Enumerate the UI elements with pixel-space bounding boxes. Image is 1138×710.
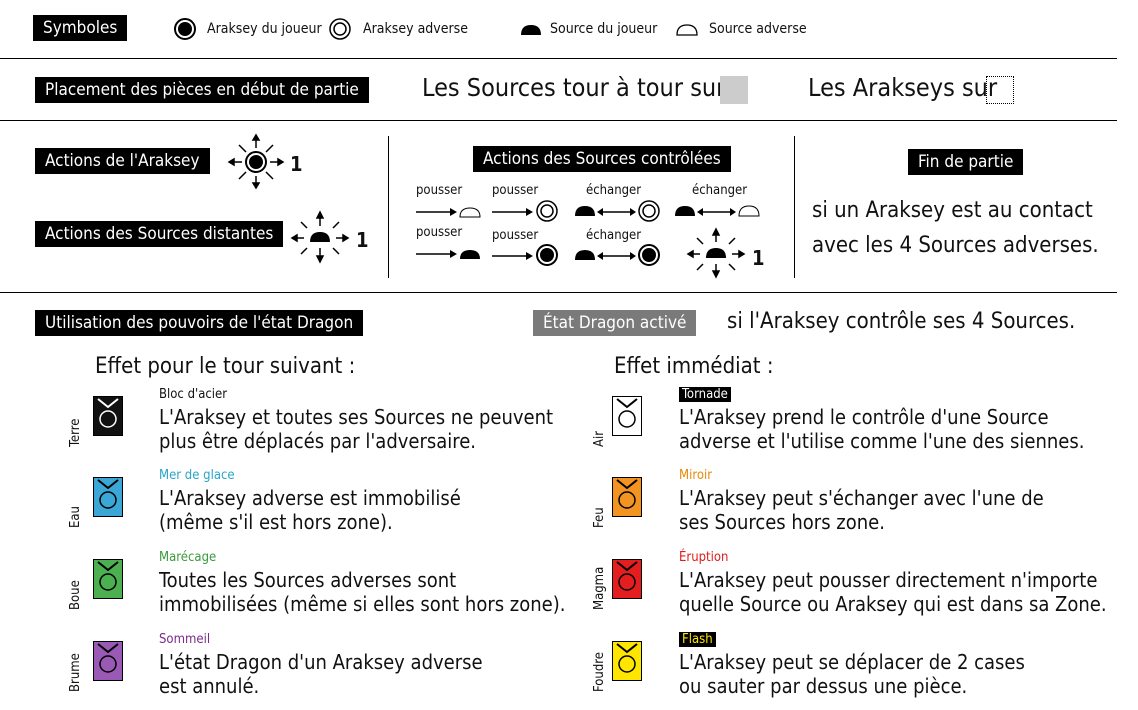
swap-verb: échanger bbox=[586, 183, 642, 198]
arakseys-placement-text: Les Arakseys sur bbox=[808, 73, 998, 102]
effect-description-line1: L'Araksey peut se déplacer de 2 cases bbox=[679, 650, 1025, 674]
effect-description-line1: Toutes les Sources adverses sont bbox=[159, 568, 457, 592]
araksey-actions-label: Actions de l'Araksey bbox=[35, 148, 210, 174]
distant-sources-label: Actions des Sources distantes bbox=[35, 221, 284, 247]
element-label: Boue bbox=[68, 580, 83, 610]
araksey-move-count: 1 bbox=[290, 152, 303, 176]
dragon-label: Utilisation des pouvoirs de l'état Drago… bbox=[35, 310, 364, 336]
effect-description-line2: quelle Source ou Araksey qui est dans sa… bbox=[679, 592, 1107, 616]
dragon-active-text: si l'Araksey contrôle ses 4 Sources. bbox=[727, 309, 1076, 334]
push-verb: pousser bbox=[416, 183, 463, 198]
player-araksey-label: Araksey du joueur bbox=[207, 21, 322, 37]
immediate-heading: Effet immédiat : bbox=[614, 354, 774, 379]
push-opponent-araksey-icon bbox=[492, 200, 558, 222]
end-line2: avec les 4 Sources adverses. bbox=[812, 233, 1099, 258]
swap-opponent-source-icon bbox=[675, 205, 760, 217]
effect-title: Sommeil bbox=[159, 632, 211, 647]
boue-element-icon bbox=[93, 559, 123, 599]
eau-element-icon bbox=[93, 477, 123, 517]
push-verb: pousser bbox=[492, 183, 539, 198]
push-verb: pousser bbox=[416, 225, 463, 240]
dragon-active-label: État Dragon activé bbox=[533, 310, 697, 336]
effect-description-line1: L'état Dragon d'un Araksey adverse bbox=[159, 650, 483, 674]
opponent-araksey-label: Araksey adverse bbox=[363, 21, 468, 37]
effect-description-line2: adverse et l'utilise comme l'une des sie… bbox=[679, 429, 1085, 453]
effect-description-line2: ses Sources hors zone. bbox=[679, 510, 885, 534]
push-player-araksey-icon bbox=[492, 244, 558, 266]
swap-opponent-araksey-icon bbox=[575, 200, 660, 222]
air-element-icon bbox=[612, 396, 642, 436]
foudre-element-icon bbox=[612, 641, 642, 681]
divider bbox=[794, 136, 795, 278]
divider bbox=[0, 120, 1117, 121]
controlled-sources-label: Actions des Sources contrôlées bbox=[473, 146, 731, 172]
araksey-move-icon bbox=[227, 133, 285, 189]
opponent-source-label: Source adverse bbox=[709, 21, 807, 37]
effect-description-line2: est annulé. bbox=[159, 674, 260, 698]
element-label: Magma bbox=[592, 566, 607, 610]
effect-description-line2: ou sauter par dessus une pièce. bbox=[679, 674, 968, 698]
player-araksey-icon bbox=[174, 18, 196, 40]
terre-element-icon bbox=[93, 396, 123, 436]
symbols-label: Symboles bbox=[33, 15, 128, 41]
end-label: Fin de partie bbox=[908, 149, 1024, 175]
divider bbox=[388, 136, 389, 278]
effect-description-line2: immobilisées (même si elles sont hors zo… bbox=[159, 592, 566, 616]
element-label: Foudre bbox=[592, 652, 607, 692]
player-source-label: Source du joueur bbox=[550, 21, 658, 37]
effect-description-line2: (même s'il est hors zone). bbox=[159, 510, 393, 534]
effect-title: Tornade bbox=[679, 387, 731, 402]
gray-square-icon bbox=[720, 76, 748, 104]
element-label: Air bbox=[592, 430, 607, 447]
push-verb: pousser bbox=[492, 228, 539, 243]
effect-title: Marécage bbox=[159, 550, 217, 565]
source-move-count: 1 bbox=[356, 228, 369, 252]
swap-player-araksey-icon bbox=[575, 244, 660, 266]
swap-verb: échanger bbox=[586, 228, 642, 243]
push-opponent-source-icon bbox=[416, 207, 481, 218]
divider bbox=[0, 292, 1117, 293]
player-source-icon bbox=[521, 25, 541, 35]
next-turn-heading: Effet pour le tour suivant : bbox=[95, 354, 356, 379]
magma-element-icon bbox=[612, 559, 642, 599]
effect-title: Bloc d'acier bbox=[159, 387, 228, 402]
effect-description-line1: L'Araksey adverse est immobilisé bbox=[159, 486, 461, 510]
controlled-source-move-icon bbox=[686, 227, 746, 279]
element-label: Brume bbox=[68, 653, 83, 692]
effect-description-line2: plus être déplacés par l'adversaire. bbox=[159, 429, 476, 453]
element-label: Eau bbox=[68, 506, 83, 528]
sources-placement-text: Les Sources tour à tour sur bbox=[422, 73, 726, 102]
feu-element-icon bbox=[612, 477, 642, 517]
effect-description-line1: L'Araksey peut s'échanger avec l'une de bbox=[679, 486, 1044, 510]
swap-verb: échanger bbox=[692, 183, 748, 198]
effect-description-line1: L'Araksey prend le contrôle d'une Source bbox=[679, 405, 1049, 429]
effect-description-line1: L'Araksey et toutes ses Sources ne peuve… bbox=[159, 405, 554, 429]
brume-element-icon bbox=[93, 641, 123, 681]
element-label: Terre bbox=[68, 418, 83, 447]
dotted-square-icon bbox=[986, 76, 1014, 104]
effect-title: Éruption bbox=[679, 550, 729, 565]
effect-title: Flash bbox=[679, 632, 716, 647]
opponent-source-icon bbox=[676, 24, 698, 36]
effect-title: Mer de glace bbox=[159, 468, 235, 483]
controlled-source-move-count: 1 bbox=[752, 246, 765, 270]
divider bbox=[0, 58, 1117, 59]
effect-description-line1: L'Araksey peut pousser directement n'imp… bbox=[679, 568, 1098, 592]
source-move-icon bbox=[290, 210, 350, 264]
placement-label: Placement des pièces en début de partie bbox=[35, 77, 369, 103]
end-line1: si un Araksey est au contact bbox=[812, 198, 1093, 223]
effect-title: Miroir bbox=[679, 468, 713, 483]
push-player-source-icon bbox=[416, 250, 480, 259]
opponent-araksey-icon bbox=[329, 18, 351, 40]
element-label: Feu bbox=[592, 507, 607, 528]
